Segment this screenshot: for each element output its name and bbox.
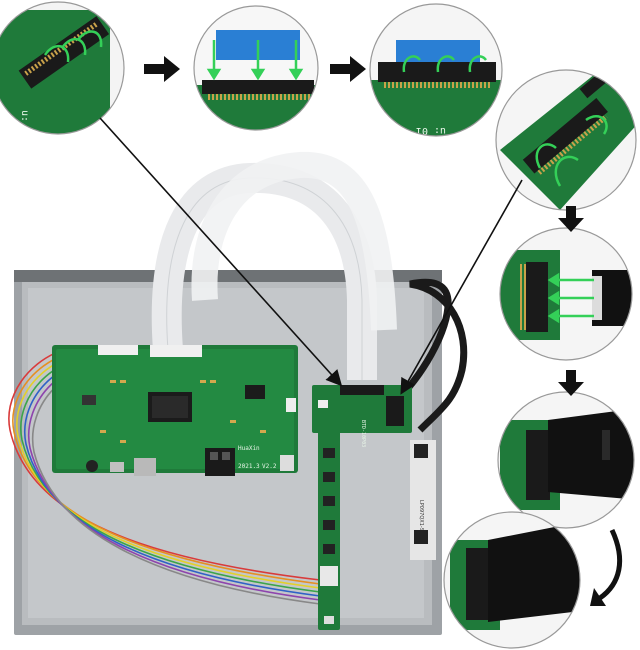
board-date: 2021.3 [238,463,260,470]
arrow-right-icon [330,56,366,82]
zoom-step-1: u: 01 [0,0,130,140]
keypad-board [318,430,340,630]
arrow-right-icon [144,56,180,82]
zoom-step-3: u: 01 [365,0,510,150]
zoom-step-2 [190,0,330,145]
adapter-label: BTD-10P03 [360,420,366,447]
board-name: HuaXin [238,445,260,452]
curved-arrow-icon [590,530,620,606]
zoom-step-5 [495,225,640,365]
driver-board: HuaXin 2021.3 V2.2 [52,345,298,476]
zoom-step-7 [440,510,590,650]
board-version: V2.2 [262,463,277,470]
